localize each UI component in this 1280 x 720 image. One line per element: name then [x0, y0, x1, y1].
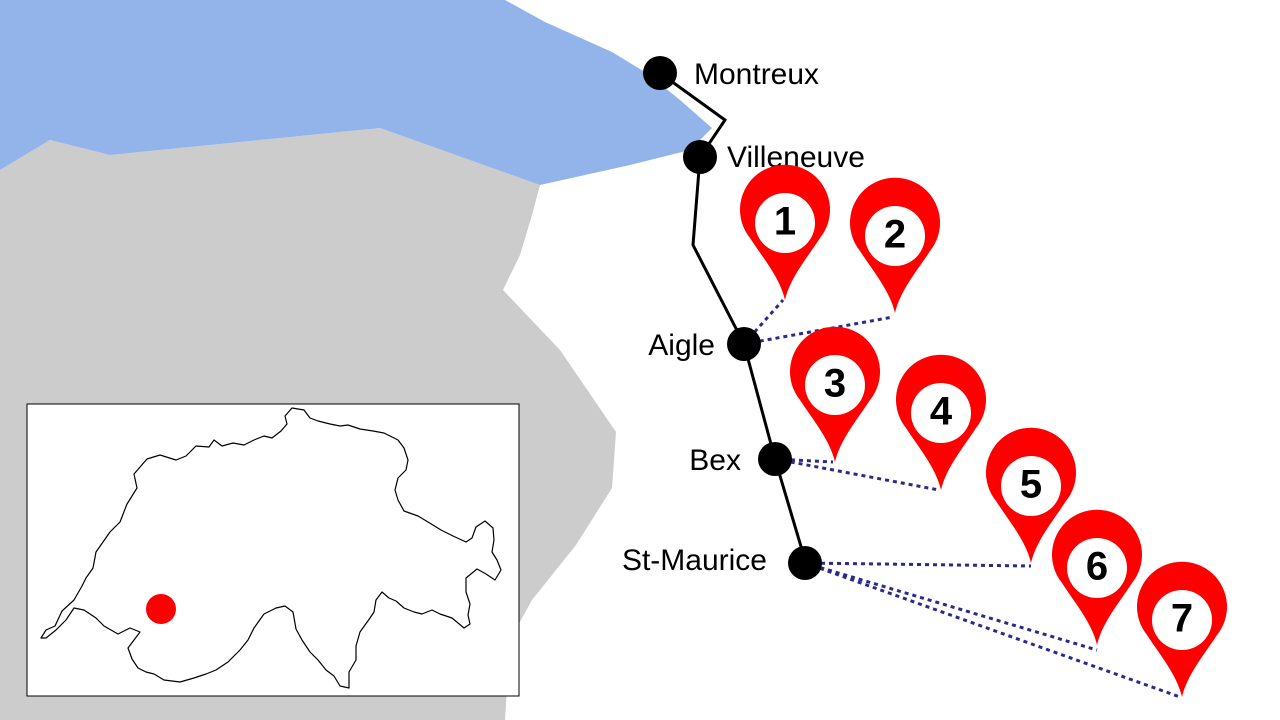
map-pin-7[interactable]: 7 — [1137, 561, 1227, 697]
pin-number: 6 — [1086, 545, 1108, 589]
location-dot-icon — [146, 594, 176, 624]
pin-inner — [755, 193, 815, 253]
map-pin-5[interactable]: 5 — [986, 427, 1076, 563]
map-pin-2[interactable]: 2 — [850, 177, 940, 313]
station-dot — [727, 327, 761, 361]
station-montreux[interactable]: Montreux — [643, 56, 819, 91]
lake — [0, 0, 712, 185]
pin-inner — [1001, 456, 1061, 516]
connector-pin-5 — [804, 561, 1032, 568]
pin-inner — [1067, 538, 1127, 598]
station-dot — [758, 442, 792, 476]
pin-number: 7 — [1171, 597, 1193, 641]
pin-number: 3 — [824, 362, 846, 406]
station-label: Bex — [689, 444, 741, 477]
station-bex[interactable]: Bex — [689, 442, 792, 477]
pin-inner — [1152, 590, 1212, 650]
inset-map — [26, 403, 520, 697]
station-aigle[interactable]: Aigle — [648, 327, 761, 362]
station-st-maurice[interactable]: St-Maurice — [622, 544, 822, 580]
connector-pin-7 — [804, 561, 1181, 699]
map-pin-3[interactable]: 3 — [790, 326, 880, 462]
pin-inner — [911, 383, 971, 443]
pin-number: 5 — [1020, 463, 1042, 507]
pin-number: 4 — [930, 390, 953, 434]
station-dot — [683, 140, 717, 174]
inset-frame — [26, 403, 520, 697]
map-pin-4[interactable]: 4 — [896, 354, 986, 490]
map-pin-6[interactable]: 6 — [1052, 509, 1142, 645]
station-dot — [643, 56, 677, 90]
pin-number: 2 — [884, 213, 906, 257]
connector-pin-6 — [804, 561, 1098, 652]
switzerland-outline-icon — [40, 407, 502, 689]
station-label: Montreux — [694, 58, 819, 91]
station-dot — [788, 546, 822, 580]
station-label: St-Maurice — [622, 544, 767, 577]
pin-number: 1 — [774, 200, 796, 244]
pin-inner — [865, 206, 925, 266]
station-label: Aigle — [648, 329, 715, 362]
pin-inner — [805, 355, 865, 415]
connector-pin-4 — [774, 457, 940, 492]
map-pin-1[interactable]: 1 — [740, 164, 830, 300]
